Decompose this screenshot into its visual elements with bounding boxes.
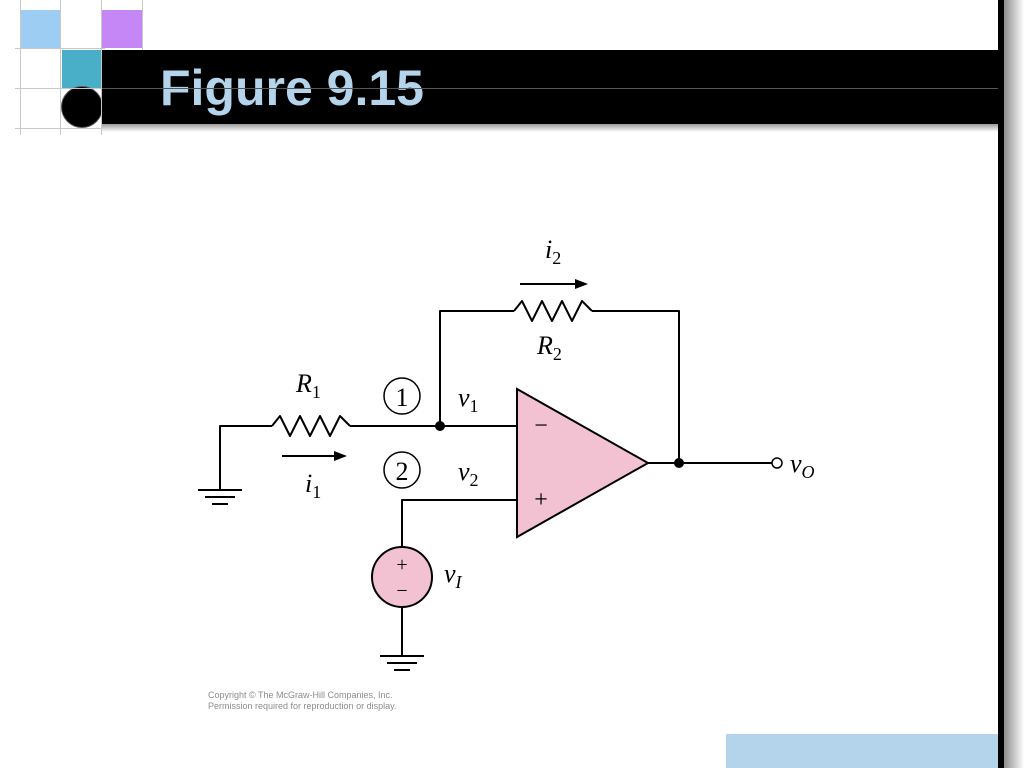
node-circle-1 [383,377,421,415]
node-circle-2 [383,451,421,489]
opamp-minus-sign: − [534,413,548,439]
wire-ground-to-r1 [219,425,272,490]
deco-square-purple [102,10,142,48]
deco-grid-line [142,0,143,50]
copyright-line-1: Copyright © The McGraw-Hill Companies, I… [208,690,393,700]
output-terminal [771,457,783,469]
copyright-line-2: Permission required for reproduction or … [208,701,397,711]
label-r1: R1 [295,369,321,402]
label-v1: v1 [458,383,479,416]
opamp-plus-sign: + [534,487,548,513]
deco-grid-line [20,0,21,135]
junction-output [674,458,684,468]
source-plus-sign: + [396,554,407,576]
node-label-1: 1 [396,383,409,412]
label-i1: i1 [305,469,321,502]
wire-feedback-right [592,310,680,463]
resistor-r1 [271,415,351,437]
deco-square-teal [62,50,102,88]
deco-square-blue [20,10,60,48]
label-i2: i2 [545,235,561,268]
opamp-triangle [516,387,651,539]
right-border-shadow [1004,0,1024,768]
junction-node-1 [435,421,445,431]
deco-grid-line [60,0,61,135]
footer-decoration [726,734,998,768]
wire-feedback [439,310,514,426]
voltage-source-vi [371,546,433,608]
label-vi: vI [444,559,463,592]
deco-grid-line [101,0,102,135]
node-label-2: 2 [396,457,409,486]
source-minus-sign: − [396,580,407,602]
wire-plus-input [401,499,517,548]
label-vo: vO [790,449,815,482]
title-bar-shadow [102,124,998,132]
title-bar [102,50,998,124]
resistor-r2 [513,300,593,322]
right-border [998,0,1004,768]
deco-grid-line [102,88,998,89]
copyright-notice: Copyright © The McGraw-Hill Companies, I… [208,690,396,712]
label-v2: v2 [458,457,479,490]
label-r2: R2 [536,331,562,364]
